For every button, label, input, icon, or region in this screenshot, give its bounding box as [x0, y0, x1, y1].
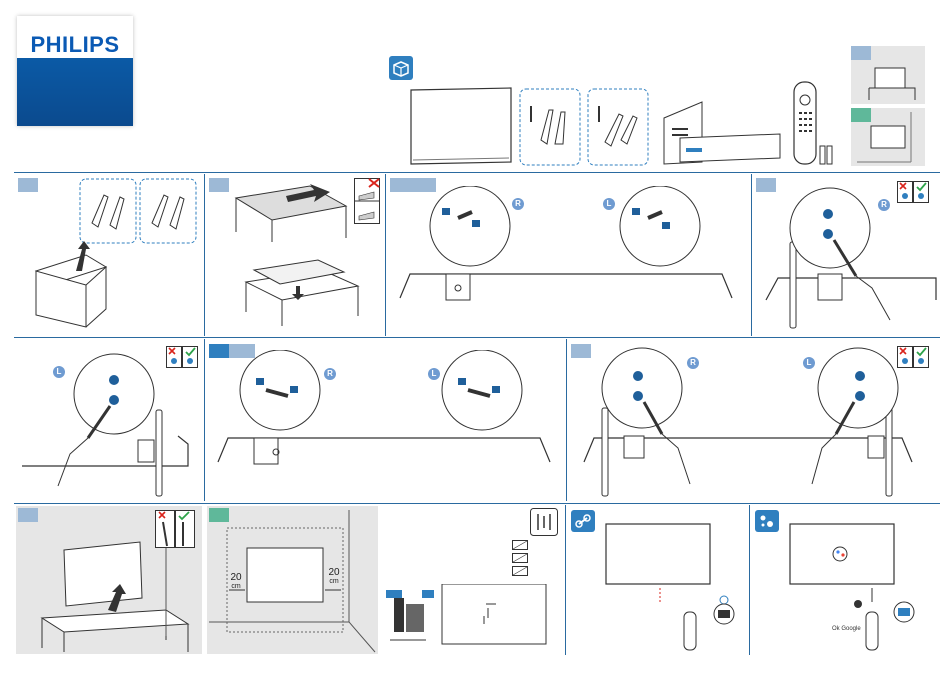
philips-logo: PHILIPS — [17, 16, 133, 126]
divider-row-2 — [14, 337, 940, 338]
right-gap-unit: cm — [324, 577, 344, 586]
assistant-icon — [755, 510, 779, 532]
voice-remote-illustration — [788, 522, 928, 652]
step-marker-wall — [851, 108, 871, 122]
left-gap-value: 20 — [226, 573, 246, 582]
screw-check-icon-2 — [166, 346, 198, 368]
attach-feet-illustration — [396, 186, 736, 306]
divider-r3-a — [565, 505, 566, 655]
left-gap-unit: cm — [226, 582, 246, 591]
divider-r2-a — [204, 339, 205, 501]
right-gap-value: 20 — [324, 568, 344, 577]
divider-r2-b — [566, 339, 567, 501]
step-marker-stand — [851, 46, 871, 60]
divider-row-1 — [14, 172, 940, 173]
badge-right-7: R — [687, 357, 699, 369]
step-marker-9 — [209, 508, 229, 522]
divider-row-3 — [14, 503, 940, 504]
badge-left-7: L — [803, 357, 815, 369]
badge-left-5: L — [53, 366, 65, 378]
vesa-mount-diagram — [386, 584, 550, 648]
badge-left-6: L — [428, 368, 440, 380]
step-marker-8 — [18, 508, 38, 522]
vesa-size-boxes — [512, 540, 528, 576]
stand-check-icon — [155, 510, 195, 548]
badge-left: L — [603, 198, 615, 210]
screw-check-icon-3 — [897, 346, 929, 368]
link-icon — [571, 510, 595, 532]
badge-right: R — [512, 198, 524, 210]
left-gap-label: 20 cm — [226, 573, 246, 591]
pair-remote-illustration — [604, 522, 744, 652]
badge-right-6: R — [324, 368, 336, 380]
divider-r1-c — [751, 174, 752, 336]
brand-name: PHILIPS — [17, 32, 133, 58]
wall-mount-icon — [530, 508, 558, 536]
badge-right-4: R — [878, 199, 890, 211]
divider-r1-b — [385, 174, 386, 336]
warning-cloth-icon — [354, 178, 380, 224]
attach-feet-illustration-2 — [214, 350, 554, 470]
feet-pack-1 — [519, 88, 581, 166]
unbox-step-illustration — [30, 175, 202, 335]
manuals-illustration — [660, 98, 784, 166]
unbox-icon — [389, 56, 413, 80]
divider-r1-a — [204, 174, 205, 336]
screw-both-feet-illustration — [578, 344, 918, 498]
ok-google-label: Ok Google — [832, 626, 861, 632]
feet-pack-2 — [587, 88, 649, 166]
right-gap-label: 20 cm — [324, 568, 344, 586]
tv-panel-illustration — [409, 86, 513, 166]
screw-check-icon — [897, 181, 929, 203]
screw-left-foot-illustration — [18, 344, 190, 498]
remote-illustration — [790, 80, 836, 168]
divider-r3-b — [749, 505, 750, 655]
